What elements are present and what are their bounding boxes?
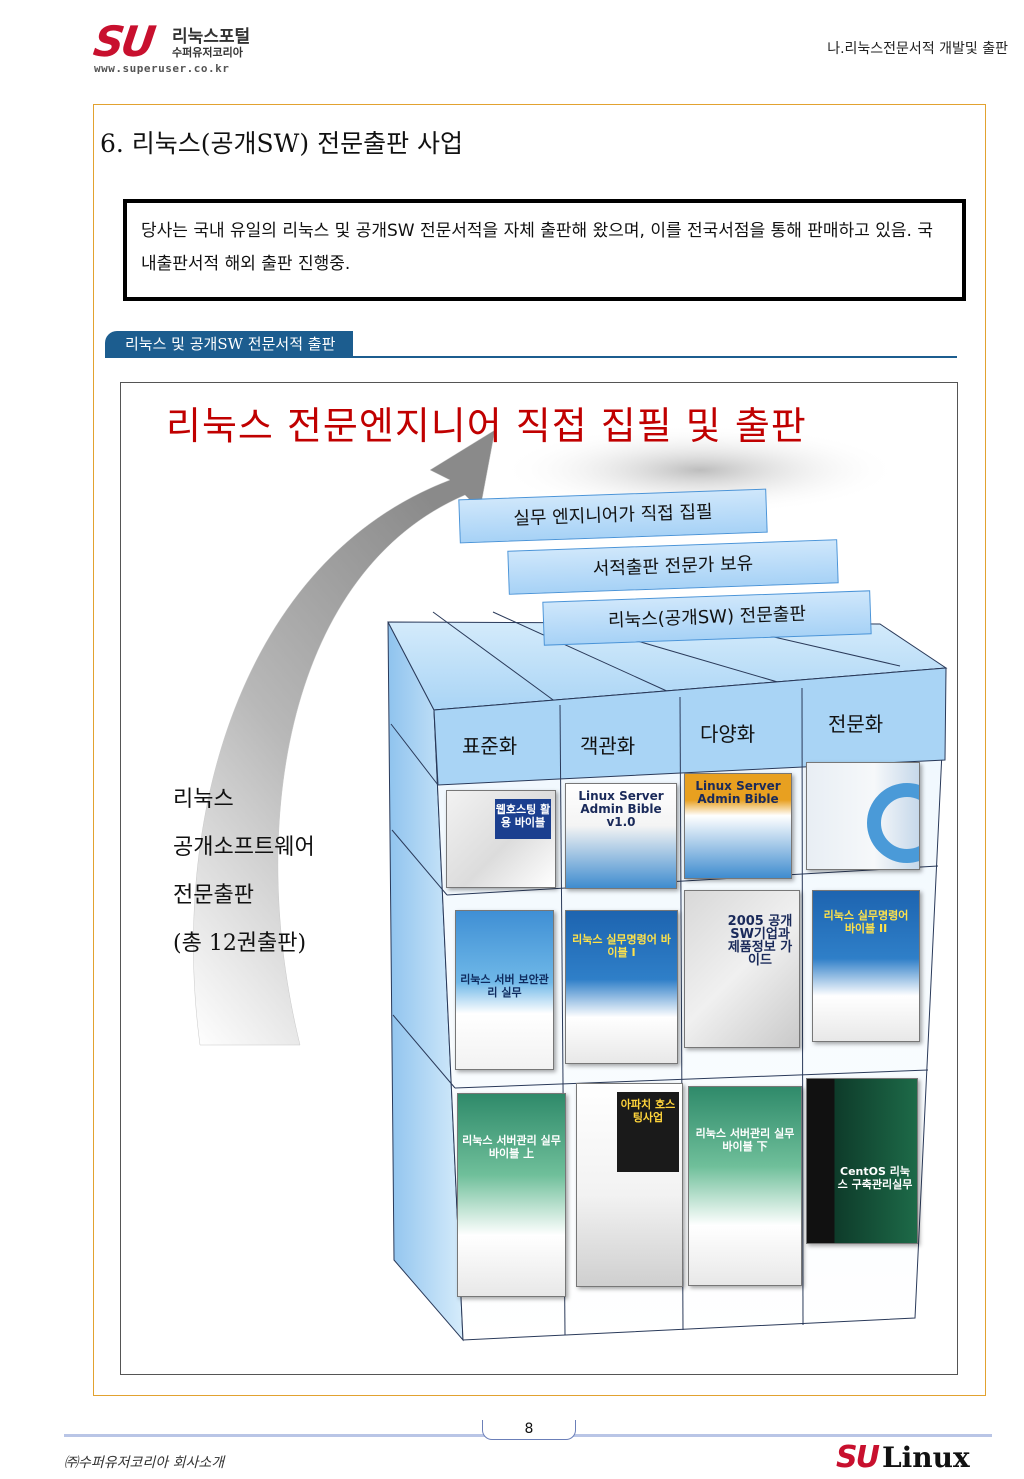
headline-glow — [500, 425, 900, 515]
column-label-diversity: 다양화 — [700, 722, 756, 746]
book-cover: 리눅스 서버관리 실무 바이블 上 — [457, 1093, 566, 1297]
intro-box: 당사는 국내 유일의 리눅스 및 공개SW 전문서적을 자체 출판해 왔으며, … — [123, 199, 966, 301]
book-title: 리눅스 서버관리 실무 바이블 下 — [695, 1127, 795, 1153]
diagram-headline: 리눅스 전문엔지니어 직접 집필 및 출판 — [166, 404, 807, 448]
book-title: 2005 공개SW기업과 제품정보 가이드 — [727, 914, 793, 968]
book-cover: 리눅스 서버 보안관리 실무 — [455, 910, 554, 1070]
book-cover: CentOS 리눅스 구축관리실무 — [806, 1078, 918, 1244]
book-title: Linux Server Admin Bible v1.0 — [578, 789, 664, 829]
left-caption-line1: 리눅스 — [173, 787, 234, 812]
column-label-standardization: 표준화 — [462, 734, 518, 758]
footer-brand-su: SU — [836, 1440, 880, 1475]
book-title: 아파치 호스팅사업 — [620, 1098, 676, 1124]
page-number-tab — [482, 1420, 576, 1440]
book-title: 리눅스 서버관리 실무 바이블 上 — [462, 1134, 561, 1160]
book-cover: Linux Server Admin Bible — [684, 773, 792, 879]
book-title: 리눅스 실무명령어 바이블 II — [823, 909, 909, 935]
book-title: 리눅스 실무명령어 바이블 I — [572, 933, 671, 959]
book-title: Linux Server Admin Bible — [695, 779, 781, 806]
book-cover: 리눅스 실무명령어 바이블 I — [565, 910, 678, 1064]
page-number: 8 — [524, 1421, 534, 1437]
superuser-logo: SU 리눅스포털 수퍼유저코리아 www.superuser.co.kr — [91, 17, 274, 76]
book-cover: 2005 공개SW기업과 제품정보 가이드 — [684, 890, 800, 1048]
book-cover: Linux Server Admin Bible v1.0 — [565, 783, 677, 889]
left-caption-line3: 전문출판 — [173, 883, 254, 908]
book-cover: 아파치 호스팅사업 — [576, 1083, 683, 1287]
section-name: 나.리눅스전문서적 개발및 출판 — [827, 41, 1008, 57]
book-cover: 리눅스 실무명령어 바이블 II — [812, 890, 920, 1042]
content-frame — [93, 104, 986, 1396]
book-cover: 리눅스 서버관리 실무 바이블 下 — [688, 1086, 802, 1286]
column-label-specialization: 전문화 — [828, 712, 884, 736]
logo-line2: 수퍼유저코리아 — [172, 46, 243, 59]
logo-url: www.superuser.co.kr — [94, 62, 230, 75]
book-cover — [806, 762, 920, 870]
left-caption: 리눅스 공개소프트웨어 전문출판 (총 12권출판) — [173, 776, 315, 968]
book-cover: 웹호스팅 활용 바이블 — [446, 790, 556, 888]
subheading-tab: 리눅스 및 공개SW 전문서적 출판 — [105, 331, 354, 357]
growth-arrow — [193, 429, 496, 1046]
section-title: 6. 리눅스(공개SW) 전문출판 사업 — [100, 129, 464, 158]
subheading-rule — [105, 356, 957, 358]
book-title: CentOS 리눅스 구축관리실무 — [837, 1165, 913, 1191]
book-title: 리눅스 서버 보안관리 실무 — [460, 973, 549, 999]
left-caption-line4: (총 12권출판) — [173, 931, 307, 956]
footer-company: ㈜수퍼유저코리아 회사소개 — [64, 1455, 225, 1471]
logo-line1: 리눅스포털 — [172, 27, 251, 47]
left-caption-line2: 공개소프트웨어 — [173, 835, 315, 860]
book-title: 웹호스팅 활용 바이블 — [495, 803, 551, 829]
footer-brand-linux: Linux — [881, 1441, 970, 1474]
column-label-objectivity: 객관화 — [580, 734, 636, 758]
